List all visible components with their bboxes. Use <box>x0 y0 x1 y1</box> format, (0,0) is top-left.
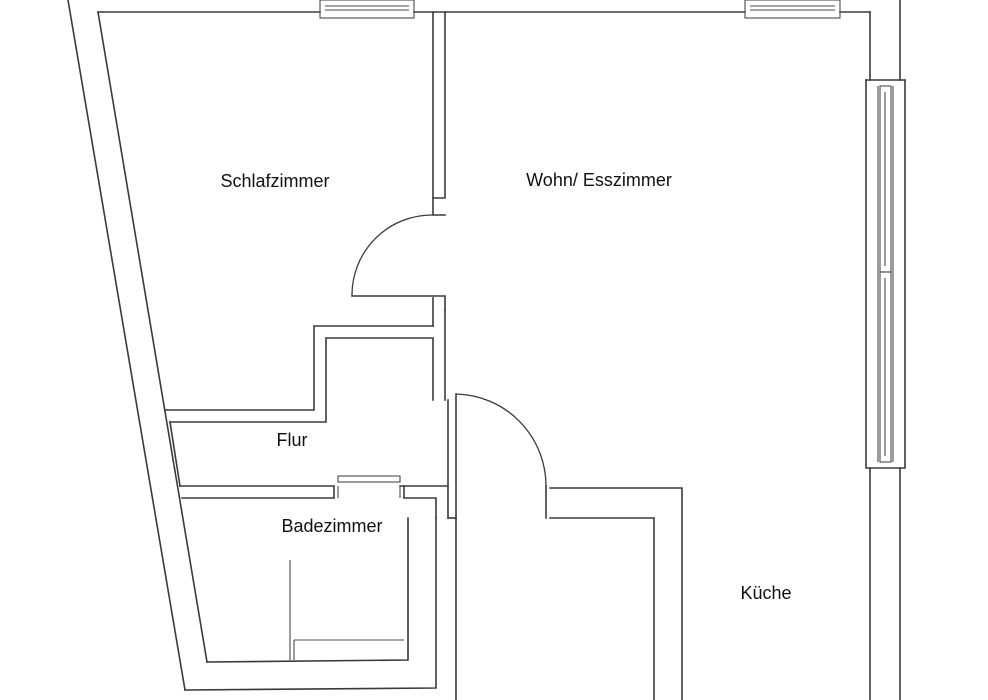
outer-north-wall <box>97 0 901 81</box>
wall-bedroom-hall <box>165 325 434 423</box>
room-label-badezimmer: Badezimmer <box>281 516 382 536</box>
window-east <box>877 85 894 463</box>
window-north-right <box>744 0 841 19</box>
wall-bedroom-living <box>351 11 446 401</box>
door-bathroom-sliding <box>337 475 401 498</box>
bathtub <box>289 560 404 660</box>
window-north-left <box>319 0 415 19</box>
wall-hall-bath <box>179 485 449 519</box>
wall-hall-west <box>169 421 181 487</box>
outer-west-wall <box>67 0 208 691</box>
door-bedroom <box>351 214 434 297</box>
wall-hall-kitchen <box>447 393 457 519</box>
room-label-kueche: Küche <box>740 583 791 603</box>
room-label-flur: Flur <box>277 430 308 450</box>
room-label-wohn-esszimmer: Wohn/ Esszimmer <box>526 170 672 190</box>
room-label-schlafzimmer: Schlafzimmer <box>220 171 329 191</box>
outer-east-wall <box>865 79 906 700</box>
wall-bath-east <box>184 517 457 691</box>
wall-kitchen <box>455 485 683 700</box>
door-living <box>455 393 547 487</box>
